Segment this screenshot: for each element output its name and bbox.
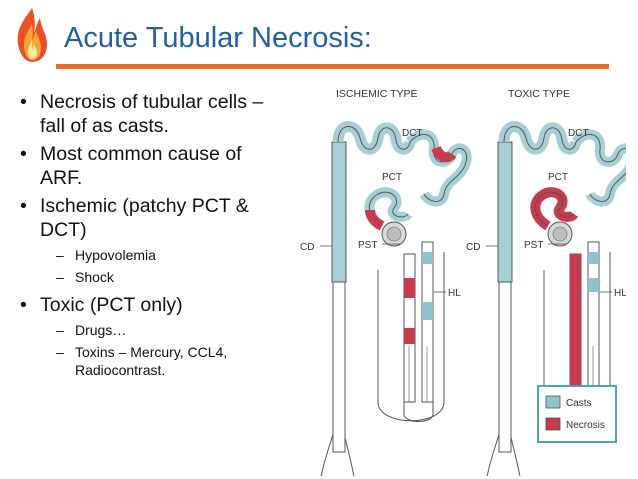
bullet-list: • Necrosis of tubular cells – fall of as…: [20, 90, 310, 382]
sub-bullet-dash: –: [56, 322, 64, 338]
sub-bullet-dash: –: [56, 344, 64, 360]
sub-bullet-text: Drugs…: [75, 322, 127, 338]
diagram-legend: Casts Necrosis: [537, 385, 617, 443]
sub-bullet-dash: –: [56, 269, 64, 285]
title-underline: [56, 64, 609, 69]
cast-patch: [588, 278, 599, 292]
bullet-dot: •: [20, 143, 27, 165]
bullet-dot: •: [20, 195, 27, 217]
legend-casts-swatch: [545, 395, 561, 409]
bullet-text: fall of as casts.: [40, 115, 169, 137]
sub-bullet-dash: –: [56, 247, 64, 263]
sub-bullet-toxins: – Toxins – Mercury, CCL4, Radiocontrast.: [20, 343, 310, 379]
necrosis-patch: [404, 328, 415, 344]
label-hl-ischemic: HL: [448, 288, 461, 299]
sub-bullet-text: Radiocontrast.: [75, 362, 166, 378]
toxic-type-title: TOXIC TYPE: [508, 88, 570, 100]
label-pct-ischemic: PCT: [382, 172, 402, 183]
legend-casts-label: Casts: [566, 398, 592, 409]
sub-bullet-text: Toxins – Mercury, CCL4,: [75, 344, 228, 360]
ischemic-type-title: ISCHEMIC TYPE: [336, 88, 418, 100]
label-cd-ischemic: CD: [300, 242, 314, 253]
toxic-nephron: [486, 126, 626, 476]
label-dct-toxic: DCT: [568, 128, 589, 139]
bullet-ischemic: • Ischemic (patchy PCT & DCT): [20, 194, 310, 242]
bullet-text: Most common cause of: [40, 143, 242, 165]
flame-logo-icon: [17, 8, 47, 62]
cast-patch: [588, 252, 599, 264]
bullet-text: Toxic (PCT only): [40, 294, 183, 316]
bullet-dot: •: [20, 91, 27, 113]
bullet-text: Ischemic (patchy PCT &: [40, 195, 249, 217]
label-pct-toxic: PCT: [548, 172, 568, 183]
bullet-text: DCT): [40, 219, 87, 241]
slide-title: Acute Tubular Necrosis:: [64, 22, 372, 54]
legend-necrosis-label: Necrosis: [566, 420, 605, 431]
label-pst-ischemic: PST: [358, 240, 377, 251]
ischemic-nephron: [320, 126, 467, 476]
bullet-text: ARF.: [40, 167, 83, 189]
sub-bullet-drugs: – Drugs…: [20, 321, 310, 339]
bullet-toxic: • Toxic (PCT only): [20, 293, 310, 317]
label-cd-toxic: CD: [466, 242, 480, 253]
cast-patch: [422, 252, 433, 264]
necrosis-patch: [570, 254, 581, 402]
bullet-text: Necrosis of tubular cells –: [40, 91, 264, 113]
sub-bullet-text: Hypovolemia: [75, 247, 156, 263]
bullet-dot: •: [20, 294, 27, 316]
label-dct-ischemic: DCT: [402, 128, 423, 139]
label-hl-toxic: HL: [614, 288, 626, 299]
necrosis-patch: [404, 278, 415, 298]
cast-patch: [422, 302, 433, 320]
legend-necrosis-swatch: [545, 417, 561, 431]
sub-bullet-hypovolemia: – Hypovolemia: [20, 246, 310, 264]
nephron-diagram: ISCHEMIC TYPE DCT PCT CD PST HL TOXIC TY…: [300, 88, 626, 476]
bullet-necrosis: • Necrosis of tubular cells – fall of as…: [20, 90, 310, 138]
label-pst-toxic: PST: [524, 240, 543, 251]
bullet-common-cause: • Most common cause of ARF.: [20, 142, 310, 190]
sub-bullet-shock: – Shock: [20, 268, 310, 286]
sub-bullet-text: Shock: [75, 269, 114, 285]
